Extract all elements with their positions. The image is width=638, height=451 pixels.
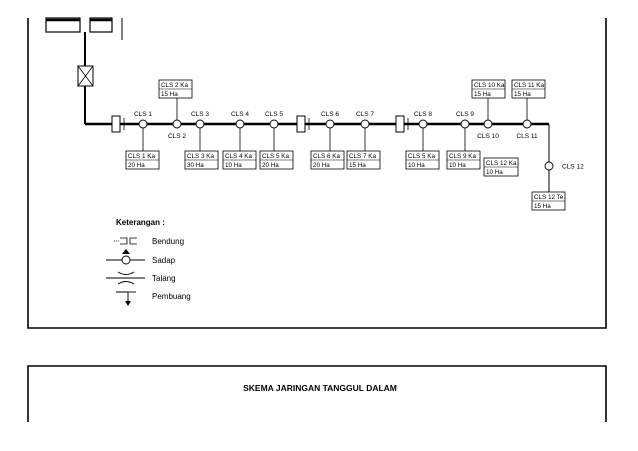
area-size: 15 Ha xyxy=(349,162,366,169)
area-box: CLS 5 Ka 10 Ha xyxy=(405,150,440,170)
area-box: CLS 3 Ka 30 Ha xyxy=(184,150,219,170)
area-box: CLS 9 Ka 10 Ha xyxy=(446,150,481,170)
nodes-layer: CLS 1 CLS 2 CLS 3 CLS 4 CLS 5 CLS 6 CLS 7 CLS 8… xyxy=(125,79,584,211)
bendung-gate-icon xyxy=(296,115,310,133)
node-label: CLS 1 xyxy=(134,111,152,118)
area-name: CLS 11 Ka xyxy=(514,82,544,89)
node-n12 xyxy=(544,161,554,171)
node-n7 xyxy=(360,119,370,129)
node-label: CLS 4 xyxy=(231,111,249,118)
legend-heading: Keterangan : xyxy=(116,218,165,227)
area-size: 20 Ha xyxy=(128,162,145,169)
node-n6 xyxy=(325,119,335,129)
area-box: CLS 12 Te 15 Ha xyxy=(531,191,566,211)
area-name: CLS 5 Ka xyxy=(262,153,289,160)
node-label: CLS 5 xyxy=(265,111,283,118)
sadap-icon xyxy=(106,249,145,265)
node-label: CLS 9 xyxy=(456,111,474,118)
node-label: CLS 2 xyxy=(168,133,186,140)
area-box: CLS 12 Ka 10 Ha xyxy=(483,157,519,177)
legend-label-sadap: Sadap xyxy=(152,256,176,265)
area-box: CLS 5 Ka 20 Ha xyxy=(259,150,294,170)
area-name: CLS 4 Ka xyxy=(225,153,252,160)
area-name: CLS 1 Ka xyxy=(128,153,155,160)
title-panel-frame xyxy=(27,365,607,422)
area-box: CLS 2 Ka 15 Ha xyxy=(158,79,193,99)
bendung-gate-icon xyxy=(111,115,125,133)
area-size: 15 Ha xyxy=(474,91,491,98)
area-box: CLS 7 Ka 15 Ha xyxy=(346,150,381,170)
node-n4 xyxy=(235,119,245,129)
area-name: CLS 12 Ka xyxy=(486,160,517,167)
node-label: CLS 7 xyxy=(356,111,374,118)
area-name: CLS 10 Ka xyxy=(474,82,505,89)
talang-icon xyxy=(106,271,145,285)
node-n2 xyxy=(172,119,182,129)
area-box: CLS 11 Ka 15 Ha xyxy=(511,79,546,99)
feeder-gate-icon xyxy=(77,65,94,87)
area-box: CLS 4 Ka 10 Ha xyxy=(222,150,257,170)
node-label: CLS 10 xyxy=(477,133,499,140)
area-name: CLS 7 Ka xyxy=(349,153,376,160)
legend-label-pembuang: Pembuang xyxy=(152,292,191,301)
area-box: CLS 10 Ka 15 Ha xyxy=(471,79,506,99)
node-label: CLS 6 xyxy=(321,111,339,118)
legend: Keterangan : Bendung Sadap Talang Pembua… xyxy=(106,218,191,306)
node-n1 xyxy=(138,119,148,129)
node-label: CLS 8 xyxy=(414,111,432,118)
area-name: CLS 6 Ka xyxy=(313,153,340,160)
area-box: CLS 1 Ka 20 Ha xyxy=(125,150,160,170)
node-n8 xyxy=(418,119,428,129)
area-size: 15 Ha xyxy=(534,203,551,210)
area-name: CLS 2 Ka xyxy=(161,82,188,89)
area-box: CLS 6 Ka 20 Ha xyxy=(310,150,345,170)
bendung-icon xyxy=(114,237,137,245)
scheme-title: SKEMA JARINGAN TANGGUL DALAM xyxy=(243,383,397,393)
area-size: 15 Ha xyxy=(161,91,178,98)
node-n10 xyxy=(483,119,493,129)
legend-label-bendung: Bendung xyxy=(152,237,184,246)
area-name: CLS 12 Te xyxy=(534,194,564,201)
node-n3 xyxy=(195,119,205,129)
node-label: CLS 11 xyxy=(516,133,538,140)
node-n9 xyxy=(460,119,470,129)
node-n5 xyxy=(269,119,279,129)
area-size: 30 Ha xyxy=(187,162,204,169)
area-size: 10 Ha xyxy=(408,162,425,169)
area-name: CLS 3 Ka xyxy=(187,153,214,160)
pembuang-icon xyxy=(116,291,136,306)
area-size: 20 Ha xyxy=(313,162,330,169)
area-size: 10 Ha xyxy=(449,162,466,169)
bendung-gate-icon xyxy=(395,115,409,133)
top-panel-frame xyxy=(27,18,607,329)
legend-label-talang: Talang xyxy=(152,274,176,283)
area-size: 10 Ha xyxy=(225,162,242,169)
area-name: CLS 5 Ka xyxy=(408,153,435,160)
intake-structure xyxy=(45,17,123,40)
node-label: CLS 12 xyxy=(562,164,584,171)
node-n11 xyxy=(522,119,532,129)
area-size: 10 Ha xyxy=(486,169,503,176)
area-size: 20 Ha xyxy=(262,162,279,169)
area-size: 15 Ha xyxy=(514,91,531,98)
node-label: CLS 3 xyxy=(191,111,209,118)
area-name: CLS 9 Ka xyxy=(449,153,476,160)
